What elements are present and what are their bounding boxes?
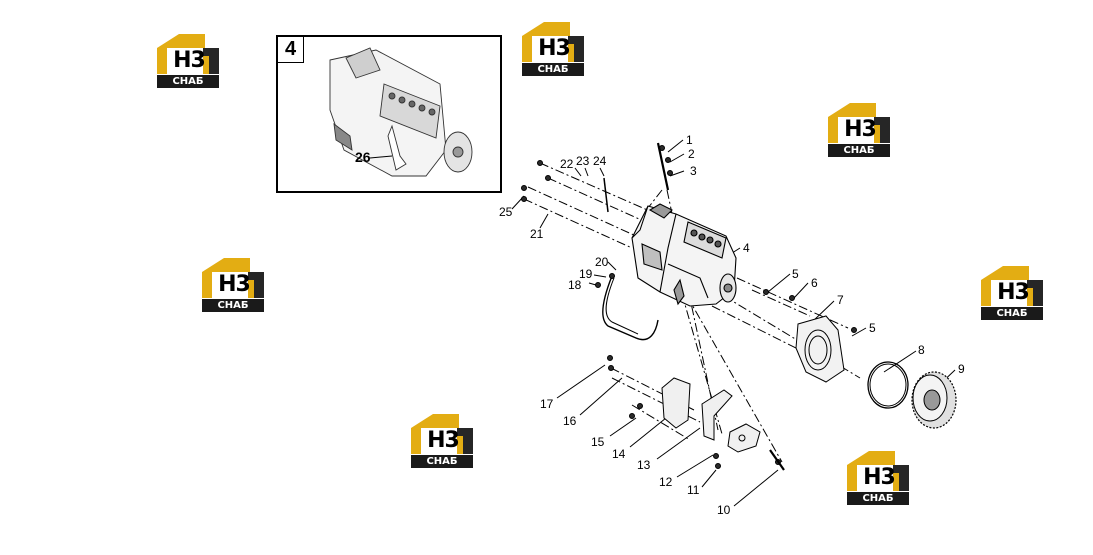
- callout-5b: 5: [869, 321, 876, 335]
- callout-5: 5: [792, 267, 799, 281]
- callout-18: 18: [568, 278, 582, 292]
- watermark-logo: H3 СНАБ: [828, 103, 890, 161]
- callout-10: 10: [717, 503, 731, 517]
- callout-1: 1: [686, 133, 693, 147]
- watermark-logo: H3 СНАБ: [847, 451, 909, 509]
- callout-23: 23: [576, 154, 590, 168]
- callout-21: 21: [530, 227, 544, 241]
- callout-3: 3: [690, 164, 697, 178]
- callout-4: 4: [743, 241, 750, 255]
- callout-20: 20: [595, 255, 609, 269]
- callout-14: 14: [612, 447, 626, 461]
- inset-panel: 4: [276, 35, 502, 193]
- callout-19: 19: [579, 267, 593, 281]
- inset-number: 4: [278, 37, 304, 63]
- watermark-logo: H3 СНАБ: [981, 266, 1043, 324]
- callout-8: 8: [918, 343, 925, 357]
- callout-22: 22: [560, 157, 574, 171]
- callout-11: 11: [687, 483, 700, 497]
- callout-12: 12: [659, 475, 673, 489]
- callout-2: 2: [688, 147, 695, 161]
- callout-6: 6: [811, 276, 818, 290]
- watermark-logo: H3 СНАБ: [522, 22, 584, 80]
- watermark-logo: H3 СНАБ: [202, 258, 264, 316]
- callout-16: 16: [563, 414, 577, 428]
- watermark-logo: H3 СНАБ: [157, 34, 219, 92]
- callout-17: 17: [540, 397, 554, 411]
- callout-25: 25: [499, 205, 513, 219]
- callout-15: 15: [591, 435, 605, 449]
- callout-13: 13: [637, 458, 651, 472]
- callout-24: 24: [593, 154, 607, 168]
- inset-part-label: 26: [355, 149, 371, 165]
- watermark-logo: H3 СНАБ: [411, 414, 473, 472]
- callout-9: 9: [958, 362, 965, 376]
- callout-7: 7: [837, 293, 844, 307]
